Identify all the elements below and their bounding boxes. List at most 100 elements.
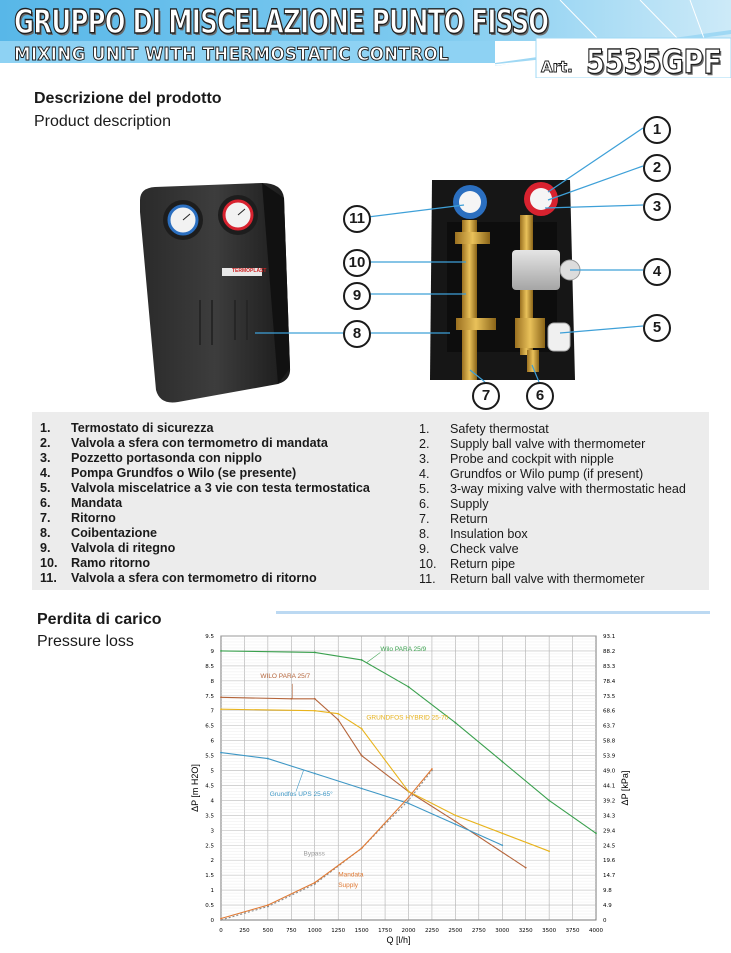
parts-en-item: 5.3-way mixing valve with thermostatic h… [419, 482, 709, 497]
parts-en-item-text: 3-way mixing valve with thermostatic hea… [450, 482, 686, 496]
product-photos [140, 127, 644, 403]
y2-tick-label: 93.1 [603, 634, 615, 640]
parts-en-item-text: Safety thermostat [450, 422, 549, 436]
series-line [220, 696, 527, 869]
parts-it-item: 10. Ramo ritorno [40, 556, 410, 571]
y-tick-label: 6.5 [205, 724, 214, 730]
parts-it-item-text: Valvola a sfera con termometro di ritorn… [71, 571, 317, 585]
callout-leader-lines [255, 127, 644, 383]
box-logo: TERMOPLAST [232, 268, 267, 274]
parts-en-item-number: 10. [419, 557, 437, 571]
series-point [220, 919, 222, 921]
parts-it-item-number: 3. [40, 451, 51, 465]
y2-axis-label: ΔP [kPa] [620, 771, 630, 806]
series-point [313, 883, 316, 886]
y2-tick-label: 68.6 [603, 709, 616, 715]
label-mandata: Mandata [338, 872, 364, 879]
series-point [266, 904, 269, 906]
article-code: 5535GPF [585, 41, 722, 81]
parts-it-item-number: 1. [40, 421, 51, 435]
parts-it-item-text: Termostato di sicurezza [71, 421, 214, 435]
parts-en-item: 2. Supply ball valve with thermometer [419, 437, 709, 452]
series-point [337, 712, 340, 715]
y2-tick-label: 4.9 [603, 903, 612, 909]
y2-tick-label: 9.8 [603, 888, 612, 894]
y-tick-label: 2 [211, 858, 215, 864]
parts-en-item-number: 2. [419, 437, 430, 451]
parts-it-item: 8.Coibentazione [40, 526, 410, 541]
x-tick-label: 3500 [542, 928, 556, 934]
callout-6: 6 [526, 382, 554, 410]
parts-en-item: 3.Probe and cockpit with nipple [419, 452, 709, 467]
x-tick-label: 1000 [308, 928, 322, 934]
y-tick-label: 9.5 [205, 634, 214, 640]
series-point [313, 772, 316, 775]
parts-en-item: 9.Check valve [419, 542, 709, 557]
parts-it-item-text: Ramo ritorno [71, 556, 151, 570]
series-point [454, 820, 457, 823]
section-divider [276, 611, 710, 614]
y2-tick-label: 83.3 [603, 664, 616, 670]
insulation-box-image [140, 183, 291, 403]
y-tick-label: 6 [211, 739, 215, 745]
parts-it-item-number: 10. [40, 556, 58, 570]
parts-it-item: 1. Termostato di sicurezza [40, 421, 410, 436]
article-label: Art. [541, 58, 574, 77]
parts-en-item-text: Supply ball valve with thermometer [450, 437, 646, 451]
title-english: MIXING UNIT WITH THERMOSTATIC CONTROL [14, 44, 450, 66]
y-tick-label: 0.5 [205, 903, 214, 909]
series-point [454, 721, 457, 724]
y2-tick-label: 34.3 [603, 813, 616, 819]
y-tick-label: 9 [211, 649, 215, 655]
parts-en-item-text: Insulation box [450, 527, 528, 541]
parts-it-item-number: 9. [40, 541, 51, 555]
y-tick-label: 7.5 [205, 694, 214, 700]
callout-3: 3 [643, 193, 671, 221]
callout-8: 8 [343, 320, 371, 348]
x-tick-label: 2500 [448, 928, 462, 934]
chart-series [220, 650, 597, 921]
x-tick-label: 1250 [331, 928, 345, 934]
label-leader [295, 770, 304, 792]
parts-it-item-number: 5. [40, 481, 51, 495]
parts-en-item: 1.Safety thermostat [419, 422, 709, 437]
series-point [548, 850, 551, 853]
parts-it-item-text: Ritorno [71, 511, 116, 525]
series-point [220, 917, 222, 920]
pressure-loss-title: Perdita di carico [37, 611, 162, 628]
parts-en-item: 6.Supply [419, 497, 709, 512]
series-point [407, 685, 410, 688]
parts-en-item: 7.Return [419, 512, 709, 527]
x-tick-label: 2750 [472, 928, 486, 934]
parts-en-item: 4.Grundfos or Wilo pump (if present) [419, 467, 709, 482]
parts-it-item-number: 2. [40, 436, 51, 450]
y2-tick-label: 39.2 [603, 798, 615, 804]
series-point [220, 708, 222, 711]
y2-tick-label: 88.2 [603, 649, 615, 655]
parts-it-item: 9.Valvola di ritegno [40, 541, 410, 556]
parts-en-item-text: Grundfos or Wilo pump (if present) [450, 467, 644, 481]
series-point [595, 832, 597, 835]
parts-it-item-text: Pompa Grundfos o Wilo (se presente) [71, 466, 297, 480]
parts-it-item-number: 6. [40, 496, 51, 510]
series-point [266, 905, 269, 908]
y-axis-label: ΔP [m H2O] [190, 764, 200, 812]
series-point [220, 751, 222, 754]
parts-en-item-number: 3. [419, 452, 430, 466]
parts-it-item: 4.Pompa Grundfos o Wilo (se presente) [40, 466, 410, 481]
parts-it-item: 7.Ritorno [40, 511, 410, 526]
y2-tick-label: 63.7 [603, 724, 616, 730]
series-line [220, 708, 550, 852]
parts-it-item-number: 11. [40, 571, 57, 585]
series-point [501, 844, 504, 847]
y-tick-label: 8 [211, 679, 215, 685]
parts-it-item: 5.Valvola miscelatrice a 3 vie con testa… [40, 481, 410, 496]
x-tick-label: 500 [263, 928, 274, 934]
series-line [220, 650, 597, 834]
x-tick-label: 250 [239, 928, 250, 934]
parts-list-panel [32, 412, 709, 590]
y2-tick-label: 29.4 [603, 828, 616, 834]
